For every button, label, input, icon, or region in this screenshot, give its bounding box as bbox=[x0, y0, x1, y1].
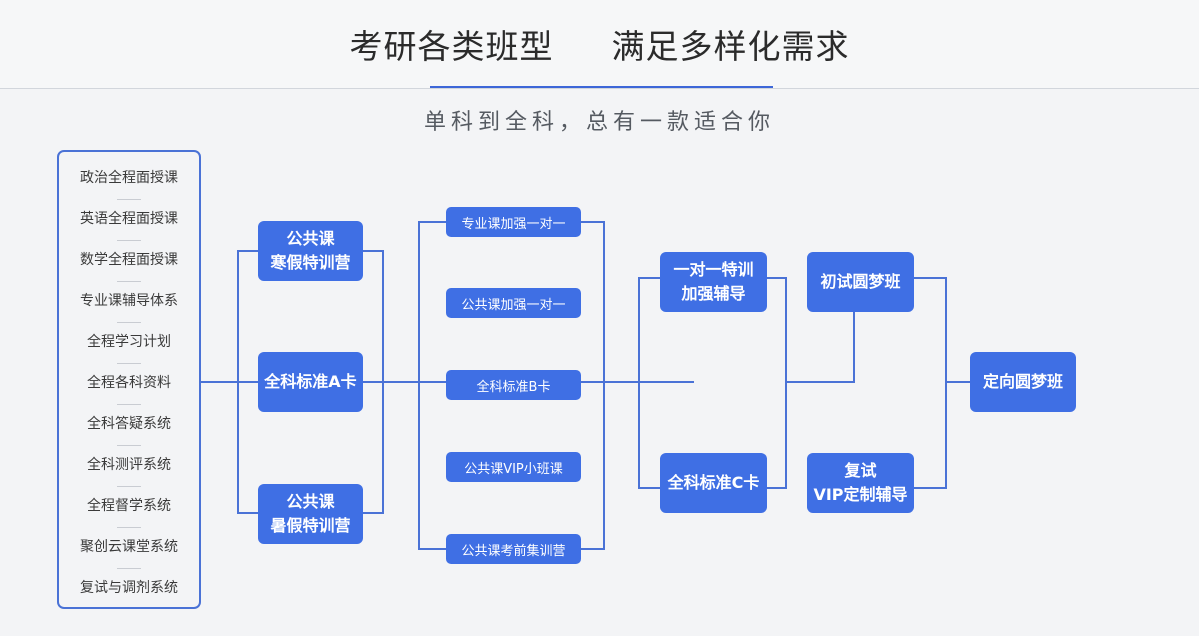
list-item: 全程督学系统 bbox=[87, 498, 171, 514]
list-divider bbox=[117, 486, 141, 487]
list-divider bbox=[117, 322, 141, 323]
list-item: 全程各科资料 bbox=[87, 375, 171, 391]
title-underline bbox=[430, 86, 773, 88]
list-divider bbox=[117, 240, 141, 241]
list-item: 聚创云课堂系统 bbox=[80, 539, 178, 555]
winter-camp-line2: 寒假特训营 bbox=[270, 253, 351, 272]
standard-c-node: 全科标准C卡 bbox=[660, 453, 767, 513]
list-item: 全程学习计划 bbox=[87, 334, 171, 350]
page-title: 考研各类班型 满足多样化需求 bbox=[0, 20, 1199, 68]
retest-line2: VIP定制辅导 bbox=[813, 485, 908, 504]
list-divider bbox=[117, 527, 141, 528]
title-left: 考研各类班型 bbox=[349, 27, 554, 66]
standard-b-node: 全科标准B卡 bbox=[446, 370, 581, 400]
list-item: 政治全程面授课 bbox=[80, 170, 178, 186]
retest-vip-node: 复试 VIP定制辅导 bbox=[807, 453, 914, 513]
major-one-on-one-node: 专业课加强一对一 bbox=[446, 207, 581, 237]
summer-camp-line1: 公共课 bbox=[286, 492, 335, 511]
public-one-on-one-node: 公共课加强一对一 bbox=[446, 288, 581, 318]
subtitle: 单科到全科，总有一款适合你 bbox=[423, 110, 775, 135]
winter-camp-node: 公共课 寒假特训营 bbox=[258, 221, 363, 281]
connector-col4-left-bracket bbox=[638, 277, 660, 489]
list-divider bbox=[117, 445, 141, 446]
one-on-one-line2: 加强辅导 bbox=[681, 284, 746, 303]
one-on-one-line1: 一对一特训 bbox=[673, 260, 754, 279]
winter-camp-label: 公共课 寒假特训营 bbox=[270, 227, 350, 275]
connector-col5-right-bracket bbox=[912, 277, 947, 489]
retest-line1: 复试 bbox=[844, 461, 877, 480]
standard-a-node: 全科标准A卡 bbox=[258, 352, 363, 412]
final-dream-class-node: 定向圆梦班 bbox=[970, 352, 1076, 412]
one-on-one-special-node: 一对一特训 加强辅导 bbox=[660, 252, 767, 312]
list-divider bbox=[117, 404, 141, 405]
connector-col2-left-bracket bbox=[237, 250, 258, 514]
list-item: 数学全程面授课 bbox=[80, 252, 178, 268]
public-vip-class-node: 公共课VIP小班课 bbox=[446, 452, 581, 482]
public-pre-exam-camp-node: 公共课考前集训营 bbox=[446, 534, 581, 564]
retest-vip-label: 复试 VIP定制辅导 bbox=[813, 459, 907, 507]
first-exam-node: 初试圆梦班 bbox=[807, 252, 914, 312]
connector-col3-right-bracket bbox=[580, 221, 605, 550]
list-divider bbox=[117, 363, 141, 364]
summer-camp-node: 公共课 暑假特训营 bbox=[258, 484, 363, 544]
list-divider bbox=[117, 281, 141, 282]
summer-camp-line2: 暑假特训营 bbox=[270, 516, 351, 535]
list-divider bbox=[117, 199, 141, 200]
winter-camp-line1: 公共课 bbox=[286, 229, 335, 248]
connector-col3-left-bracket bbox=[418, 221, 446, 550]
one-on-one-special-label: 一对一特训 加强辅导 bbox=[673, 258, 753, 306]
summer-camp-label: 公共课 暑假特训营 bbox=[270, 490, 350, 538]
list-divider bbox=[117, 568, 141, 569]
list-item: 专业课辅导体系 bbox=[80, 293, 178, 309]
list-item: 全科答疑系统 bbox=[87, 416, 171, 432]
connector-col4-right-bracket bbox=[766, 277, 787, 489]
header-band bbox=[0, 0, 1199, 89]
connector-to-first-exam bbox=[786, 312, 855, 383]
service-list-panel: 政治全程面授课 英语全程面授课 数学全程面授课 专业课辅导体系 全程学习计划 全… bbox=[57, 150, 201, 609]
list-item: 复试与调剂系统 bbox=[80, 580, 178, 596]
title-right: 满足多样化需求 bbox=[611, 27, 850, 66]
list-item: 全科测评系统 bbox=[87, 457, 171, 473]
list-item: 英语全程面授课 bbox=[80, 211, 178, 227]
